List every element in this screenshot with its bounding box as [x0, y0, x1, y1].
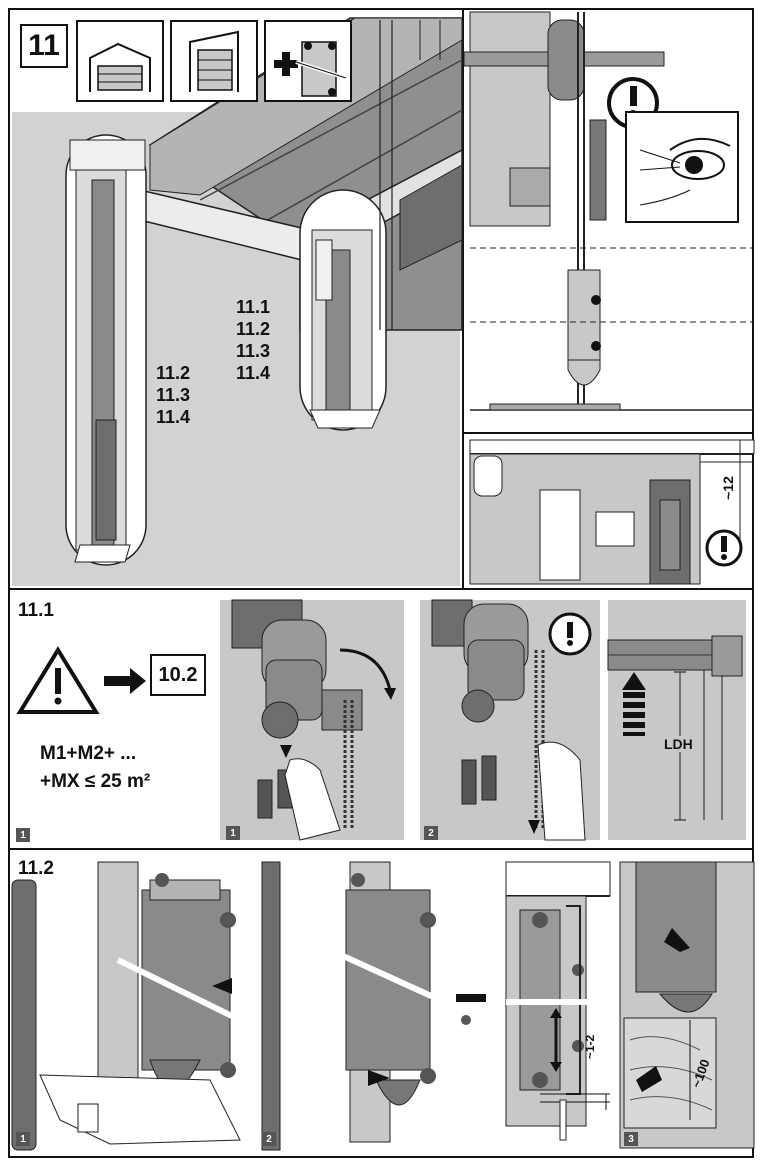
- step-label: 11.2: [236, 319, 271, 339]
- step-label: 11.3: [236, 341, 271, 361]
- step-label: 11.3: [156, 385, 191, 405]
- step-label: 11.1: [236, 297, 271, 317]
- panel-number: 2: [424, 826, 438, 840]
- steps-left-column: 11.2 11.3 11.4: [156, 362, 190, 428]
- reference-box: 10.2: [150, 654, 206, 696]
- section-11-1-title: 11.1: [18, 600, 54, 621]
- steps-right-column: 11.1 11.2 11.3 11.4: [236, 296, 270, 384]
- divider-top: [8, 588, 754, 590]
- gap-dimension-label: ~1-2: [583, 1034, 598, 1060]
- panel-number: 1: [16, 828, 30, 842]
- panel-number: 2: [262, 1132, 276, 1146]
- step-label: 11.2: [156, 363, 191, 383]
- hand-icon: [284, 758, 341, 841]
- ldh-label: LDH: [664, 736, 693, 752]
- step-number-box: 11: [20, 24, 68, 68]
- step-label: 11.4: [156, 407, 191, 427]
- arrow-right-icon: [104, 668, 146, 694]
- arrow-down-icon: [280, 745, 292, 758]
- step-label: 11.4: [236, 363, 271, 383]
- page-frame: [8, 8, 754, 1158]
- panel-number: 3: [624, 1132, 638, 1146]
- open-door-icon: [76, 20, 164, 102]
- formula-line-1: M1+M2+ ...: [40, 743, 137, 764]
- weight-formula: M1+M2+ ... +MX ≤ 25 m²: [40, 740, 150, 796]
- divider-vertical: [462, 8, 464, 589]
- rotate-arrow-icon: [384, 688, 396, 700]
- divider-right-panel: [463, 432, 754, 434]
- closed-door-icon: [170, 20, 258, 102]
- panel-number: 1: [226, 826, 240, 840]
- add-weight-icon: [264, 20, 352, 102]
- divider-middle: [8, 848, 754, 850]
- panel-number: 1: [16, 1132, 30, 1146]
- formula-line-2: +MX ≤ 25 m²: [40, 771, 151, 792]
- section-11-2-title: 11.2: [18, 858, 54, 879]
